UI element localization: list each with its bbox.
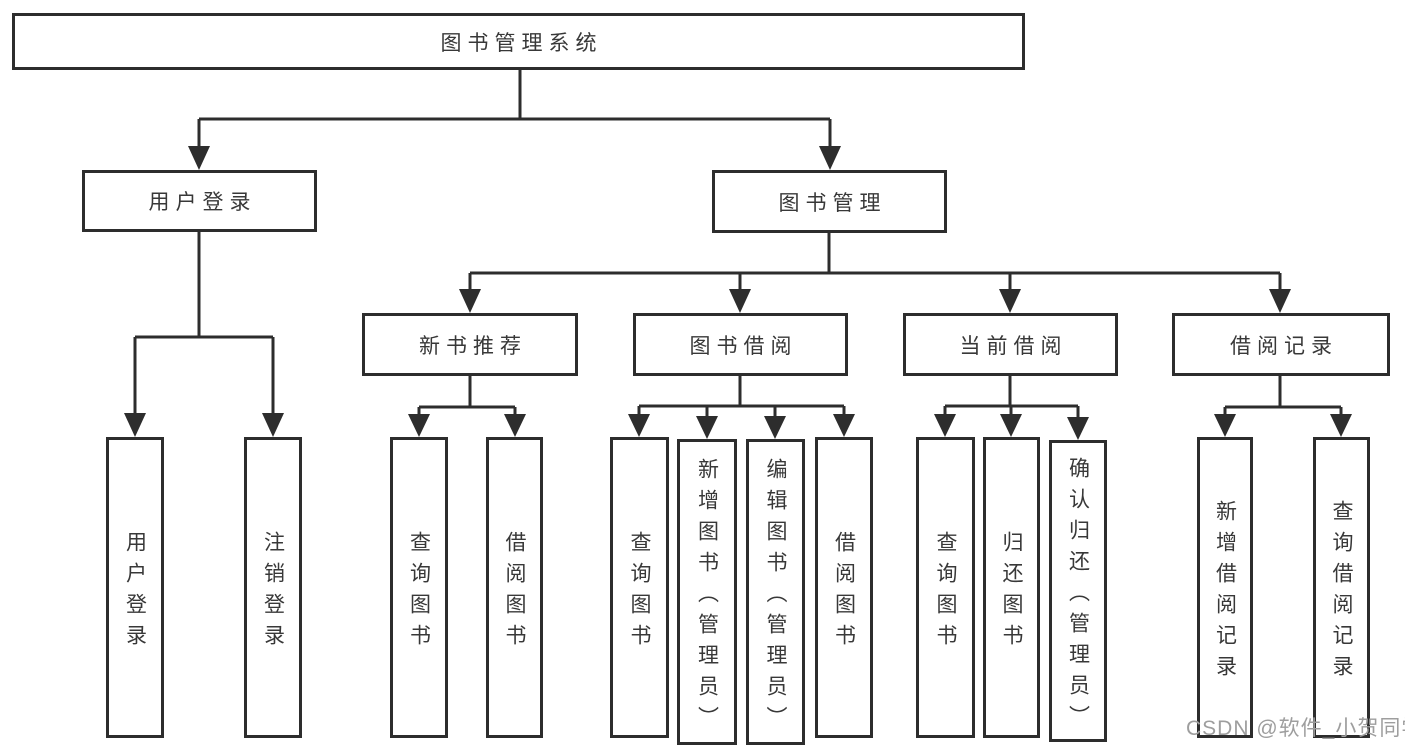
arrowhead-down-icon [1214,414,1236,437]
node-query-borrow-record: 查询借阅记录 [1313,437,1370,738]
connector-line [468,233,1282,292]
connector-new-book-recommend-to-children [408,376,526,437]
connector-current-borrowing-to-children [934,376,1089,440]
node-edit-book-admin: 编辑图书（管理员） [746,439,805,745]
node-label: 借阅图书 [503,530,526,655]
node-label: 查询图书 [628,530,651,655]
connector-line [1223,376,1343,416]
arrowhead-down-icon [1330,414,1352,437]
node-add-book-admin: 新增图书（管理员） [677,439,737,745]
node-user-login: 用户登录 [106,437,164,738]
node-add-borrow-record: 新增借阅记录 [1197,437,1253,738]
csdn-watermark: CSDN @软件_小贺同学 [1186,717,1405,740]
arrowhead-down-icon [819,146,841,170]
connector-line [637,376,846,417]
arrowhead-down-icon [729,289,751,313]
arrowhead-down-icon [408,414,430,437]
node-user-login-branch: 用户登录 [82,170,317,232]
node-label: 编辑图书（管理员） [764,457,787,737]
node-label: 借阅记录 [1230,334,1338,358]
node-label: 确认归还（管理员） [1066,456,1090,736]
node-query-books-recommend: 查询图书 [390,437,448,738]
node-label: 借阅图书 [832,530,856,655]
arrowhead-down-icon [1000,414,1022,437]
node-return-books: 归还图书 [983,437,1040,738]
node-label: 查询图书 [934,530,957,655]
node-library-management-system: 图书管理系统 [12,13,1025,70]
node-query-books-borrow: 查询图书 [610,437,669,738]
node-label: 图书管理 [778,191,887,215]
node-borrow-books: 借阅图书 [815,437,873,738]
arrowhead-down-icon [188,146,210,170]
node-label: 归还图书 [1000,530,1023,655]
node-label: 当前借阅 [959,334,1068,358]
node-label: 用户登录 [123,530,147,655]
arrowhead-down-icon [262,413,284,437]
node-new-book-recommend: 新书推荐 [362,313,578,376]
arrowhead-down-icon [124,413,146,437]
arrowhead-down-icon [1067,417,1089,440]
node-label: 用户登录 [148,191,257,214]
connector-line [417,376,517,416]
node-label: 查询借阅记录 [1330,499,1353,686]
node-current-borrowing: 当前借阅 [903,313,1118,376]
connector-user-login-to-children [124,232,284,437]
node-label: 查询图书 [407,530,431,655]
connector-line [133,232,275,416]
arrowhead-down-icon [1269,289,1291,313]
node-label: 图书管理系统 [440,31,603,55]
node-book-management: 图书管理 [712,170,947,233]
node-label: 新增图书（管理员） [695,457,719,737]
arrowhead-down-icon [696,416,718,439]
node-borrowing-records: 借阅记录 [1172,313,1390,376]
node-confirm-return-admin: 确认归还（管理员） [1049,440,1107,742]
arrowhead-down-icon [833,414,855,437]
arrowhead-down-icon [934,414,956,437]
connector-root-to-level2 [188,70,841,170]
node-query-books-current: 查询图书 [916,437,975,738]
connector-borrowing-records-to-children [1214,376,1352,437]
node-book-borrowing: 图书借阅 [633,313,848,376]
node-borrow-books-recommend: 借阅图书 [486,437,543,738]
connector-book-borrowing-to-children [628,376,855,439]
arrowhead-down-icon [764,416,786,439]
arrowhead-down-icon [628,414,650,437]
arrowhead-down-icon [504,414,526,437]
arrowhead-down-icon [999,289,1021,313]
node-label: 图书借阅 [689,334,798,358]
node-label: 注销登录 [261,530,285,655]
connector-line [943,376,1080,417]
node-label: 新增借阅记录 [1213,499,1237,686]
node-label: 新书推荐 [419,334,527,358]
connector-line [197,70,832,148]
connector-book-management-to-level3 [459,233,1291,313]
node-logout-login: 注销登录 [244,437,302,738]
arrowhead-down-icon [459,289,481,313]
